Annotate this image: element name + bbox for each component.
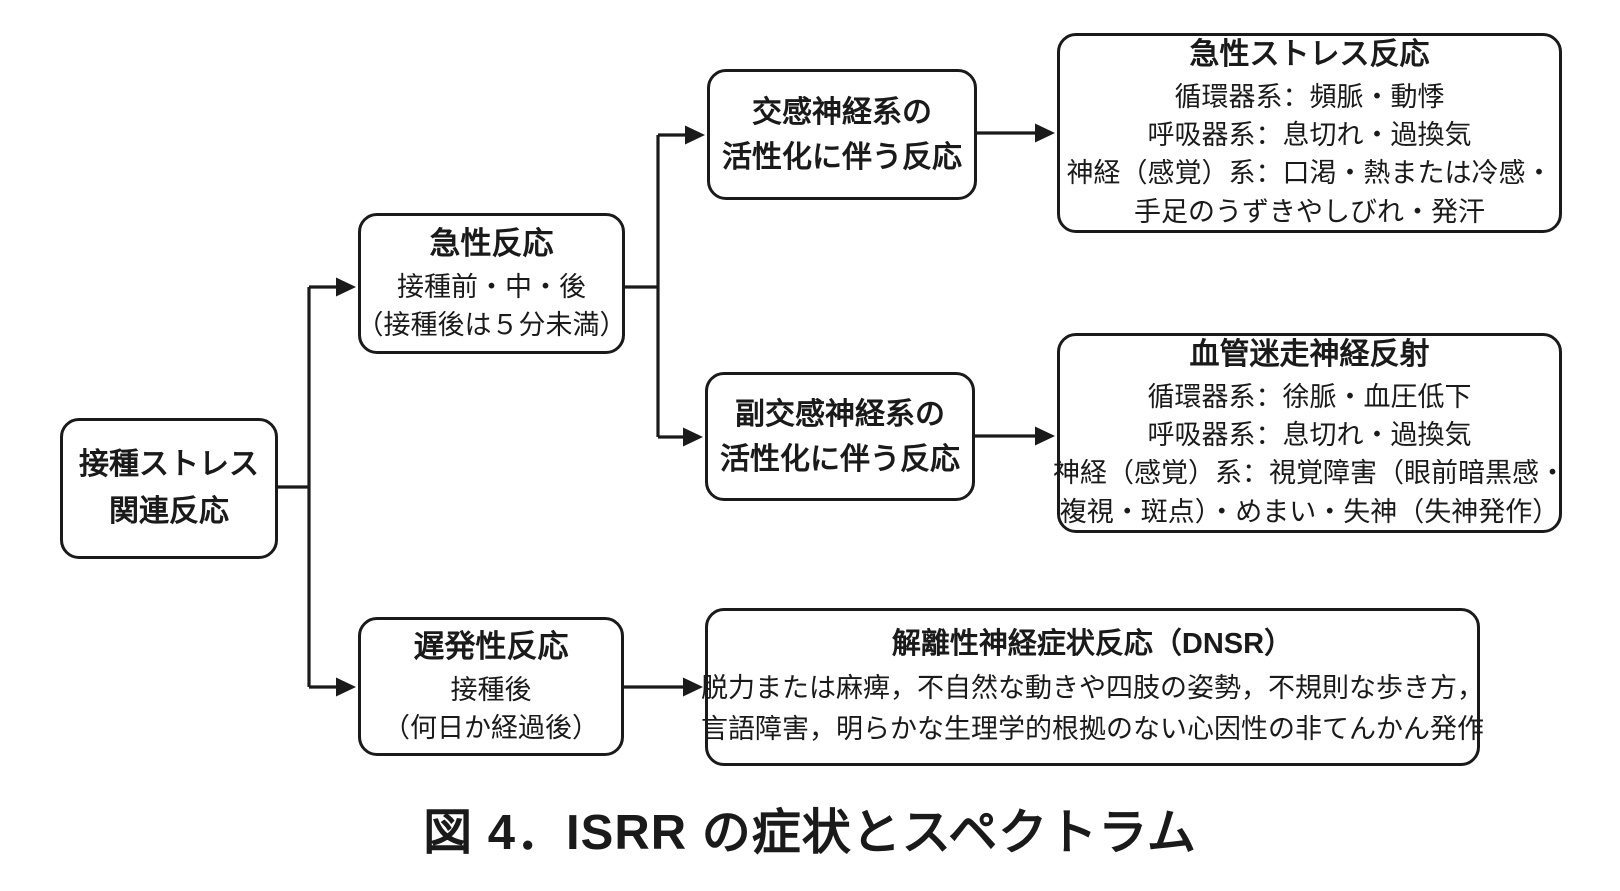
connector-root-trunk	[278, 287, 311, 687]
node-vasovagal-title: 血管迷走神経反射	[1189, 338, 1430, 372]
arrowhead-icon	[1035, 426, 1055, 446]
arrowhead-icon	[683, 427, 703, 447]
node-acute-title: 急性反応	[429, 225, 554, 261]
arrowhead-icon	[685, 125, 705, 145]
node-sympathetic-title: 交感神経系の 活性化に伴う反応	[722, 95, 962, 174]
node-delayed-body: 接種後 （何日か経過後）	[383, 674, 599, 743]
node-delayed-title: 遅発性反応	[413, 628, 569, 664]
node-acute-reaction: 急性反応 接種前・中・後 （接種後は５分未満）	[356, 213, 627, 354]
node-vasovagal-body: 循環器系：徐脈・血圧低下 呼吸器系：息切れ・過換気 神経（感覚）系：視覚障害（眼…	[1053, 381, 1566, 527]
node-sympathetic-activation: 交感神経系の 活性化に伴う反応	[707, 69, 977, 200]
node-root-isrr: 接種ストレス 関連反応	[60, 418, 278, 559]
figure-caption: 図 4．ISRR の症状とスペクトラム	[423, 806, 1197, 860]
arrowhead-icon	[336, 277, 356, 297]
node-parasympathetic-title: 副交感神経系の 活性化に伴う反応	[720, 397, 960, 476]
node-acute-stress-response: 急性ストレス反応 循環器系：頻脈・動悸 呼吸器系：息切れ・過換気 神経（感覚）系…	[1057, 33, 1562, 233]
arrowhead-icon	[683, 677, 703, 697]
node-delayed-reaction: 遅発性反応 接種後 （何日か経過後）	[358, 617, 624, 756]
node-dnsr-title: 解離性神経症状反応（DNSR）	[891, 627, 1294, 660]
connector-acute-trunk	[625, 135, 660, 437]
node-acute-stress-title: 急性ストレス反応	[1189, 38, 1430, 72]
node-acute-body: 接種前・中・後 （接種後は５分未満）	[356, 271, 627, 340]
node-dnsr-body: 脱力または麻痺，不自然な動きや四肢の姿勢，不規則な歩き方， 言語障害，明らかな生…	[701, 673, 1484, 744]
node-root-title: 接種ストレス 関連反応	[79, 448, 259, 528]
arrowhead-icon	[336, 677, 356, 697]
arrowhead-icon	[1035, 123, 1055, 143]
node-vasovagal-reflex: 血管迷走神経反射 循環器系：徐脈・血圧低下 呼吸器系：息切れ・過換気 神経（感覚…	[1053, 333, 1566, 533]
node-dnsr: 解離性神経症状反応（DNSR） 脱力または麻痺，不自然な動きや四肢の姿勢，不規則…	[701, 608, 1484, 766]
node-acute-stress-body: 循環器系：頻脈・動悸 呼吸器系：息切れ・過換気 神経（感覚）系：口渇・熱または冷…	[1066, 81, 1553, 227]
node-parasympathetic-activation: 副交感神経系の 活性化に伴う反応	[705, 372, 975, 501]
